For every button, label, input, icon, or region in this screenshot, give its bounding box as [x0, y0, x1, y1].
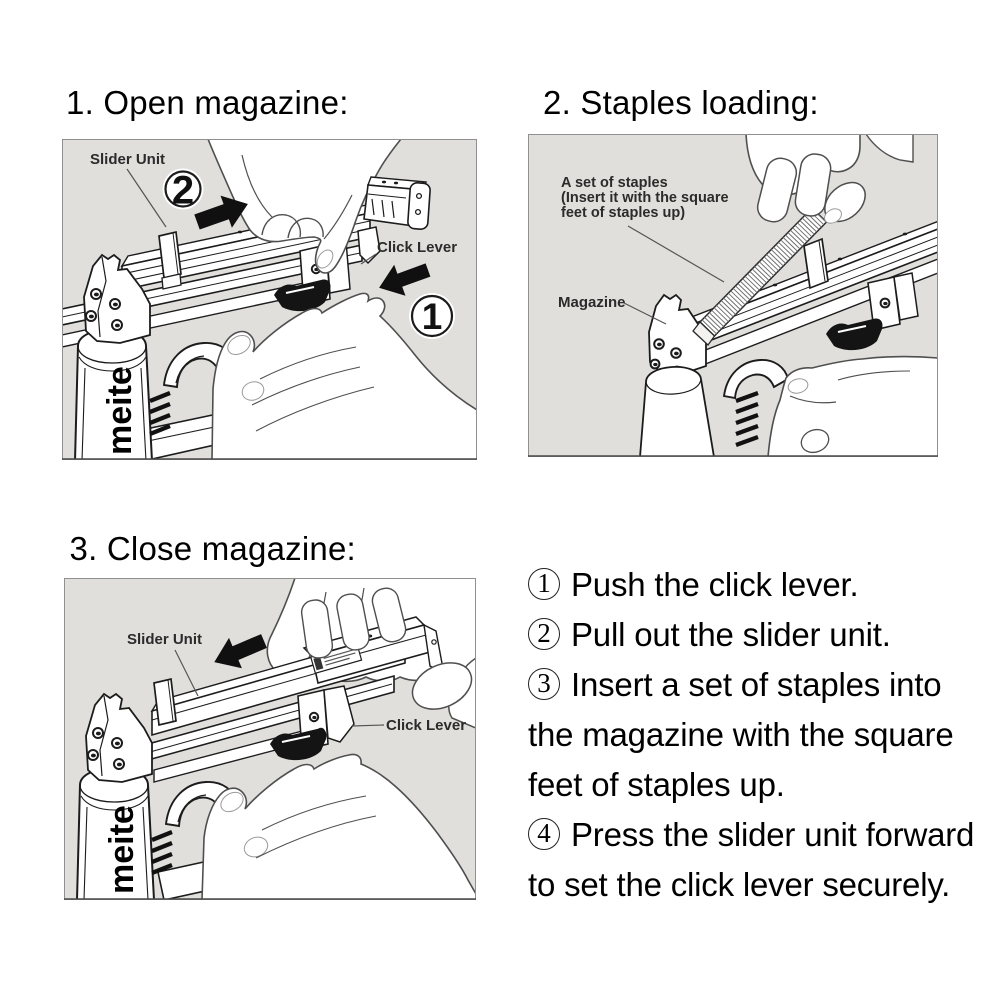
svg-text:Slider Unit: Slider Unit — [127, 631, 202, 648]
svg-text:Click Lever: Click Lever — [386, 717, 466, 734]
svg-text:A set of staples: A set of staples — [561, 175, 668, 191]
svg-text:Slider Unit: Slider Unit — [90, 151, 165, 168]
svg-text:Magazine: Magazine — [558, 294, 626, 311]
svg-text:meite: meite — [103, 805, 141, 894]
svg-text:Click Lever: Click Lever — [377, 239, 457, 256]
svg-text:2: 2 — [172, 168, 194, 212]
svg-text:1: 1 — [422, 296, 443, 337]
svg-text:meite: meite — [101, 366, 139, 455]
svg-text:(Insert it with the square: (Insert it with the square — [561, 190, 729, 206]
svg-text:feet of staples up): feet of staples up) — [561, 205, 685, 221]
